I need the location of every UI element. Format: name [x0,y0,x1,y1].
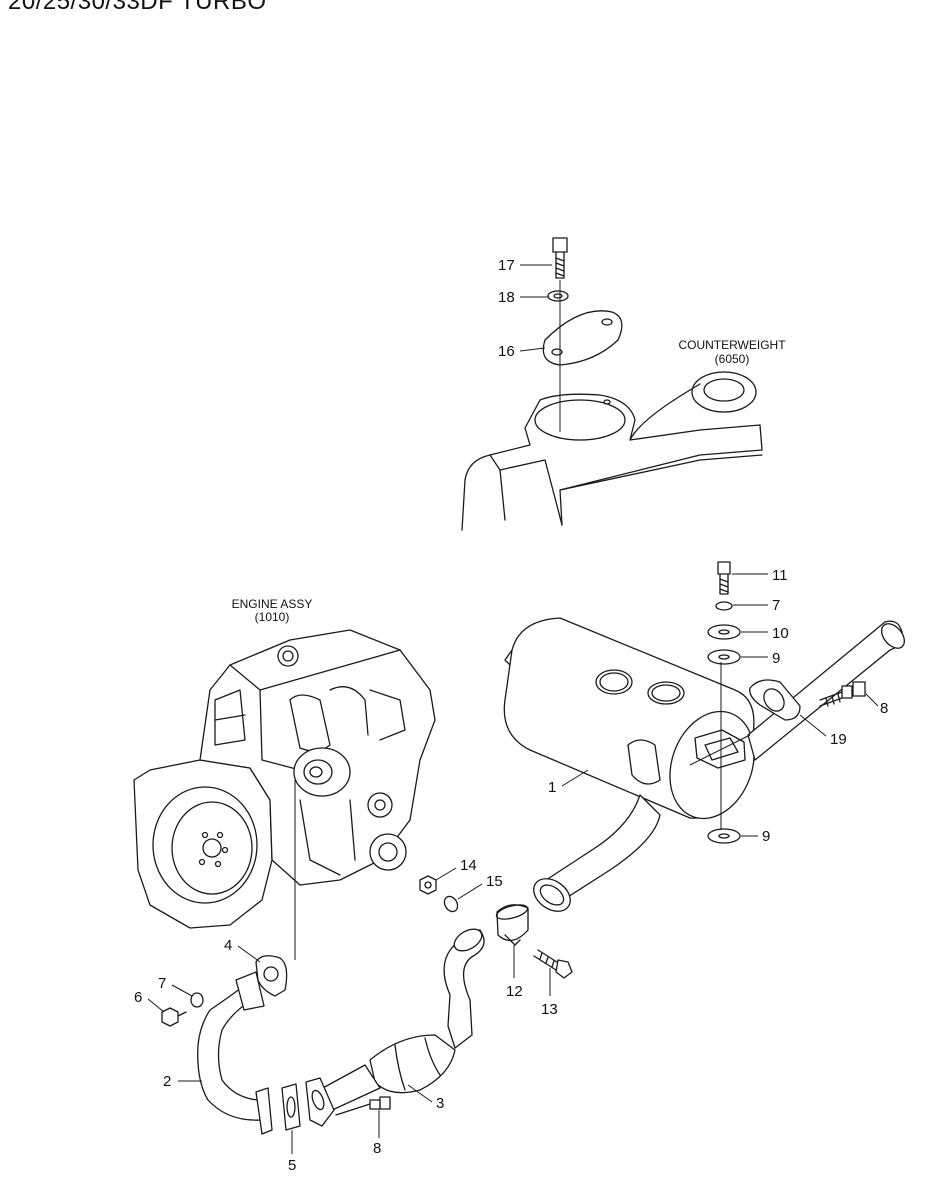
callout-8-lower: 8 [373,1140,381,1157]
callout-6: 6 [134,989,142,1006]
counterweight-caption: COUNTERWEIGHT [678,338,786,352]
washer-18 [547,290,569,302]
bolt-13 [533,949,573,979]
washer-9-lower [707,828,741,844]
callout-3: 3 [436,1095,444,1112]
callout-5: 5 [288,1157,296,1174]
callout-18: 18 [498,289,515,306]
callout-13: 13 [541,1001,558,1018]
pipe-2 [197,971,273,1135]
bolt-17 [552,237,568,279]
nut-14 [419,875,437,895]
gasket-19 [749,679,801,721]
callout-2: 2 [163,1073,171,1090]
callout-9-lower: 9 [762,828,770,845]
washer-9-upper [707,649,741,665]
callout-1: 1 [548,779,556,796]
bolt-6 [161,1007,187,1027]
callout-9-upper: 9 [772,650,780,667]
callout-10: 10 [772,625,789,642]
washer-10 [707,624,741,640]
callout-12: 12 [506,983,523,1000]
callout-17: 17 [498,257,515,274]
callout-15: 15 [486,873,503,890]
counterweight-code: (6050) [715,352,750,366]
callout-19: 19 [830,731,847,748]
gasket-5 [281,1083,301,1131]
bolt-8-lower [335,1096,391,1116]
callout-16: 16 [498,343,515,360]
gasket-4 [255,955,288,997]
washer-7-lower [190,992,204,1008]
callout-8-upper: 8 [880,700,888,717]
muffler-1 [503,617,905,912]
page-title: 20/25/30/33DF TURBO [8,0,267,15]
callout-7-upper: 7 [772,597,780,614]
callout-4: 4 [224,937,232,954]
clamp-12 [495,904,529,946]
callout-14: 14 [460,857,477,874]
washer-7-upper [715,601,733,611]
plate-16 [542,310,623,366]
callout-7-lower: 7 [158,975,166,992]
bolt-8-upper [819,681,866,707]
engine-code: (1010) [255,610,290,624]
counterweight-drawing [461,371,763,531]
washer-15 [443,895,459,913]
pipe-3 [305,928,485,1127]
engine-assembly-drawing [133,629,436,929]
bolt-11 [717,561,731,595]
callout-11: 11 [772,567,788,584]
engine-caption: ENGINE ASSY [232,597,313,611]
